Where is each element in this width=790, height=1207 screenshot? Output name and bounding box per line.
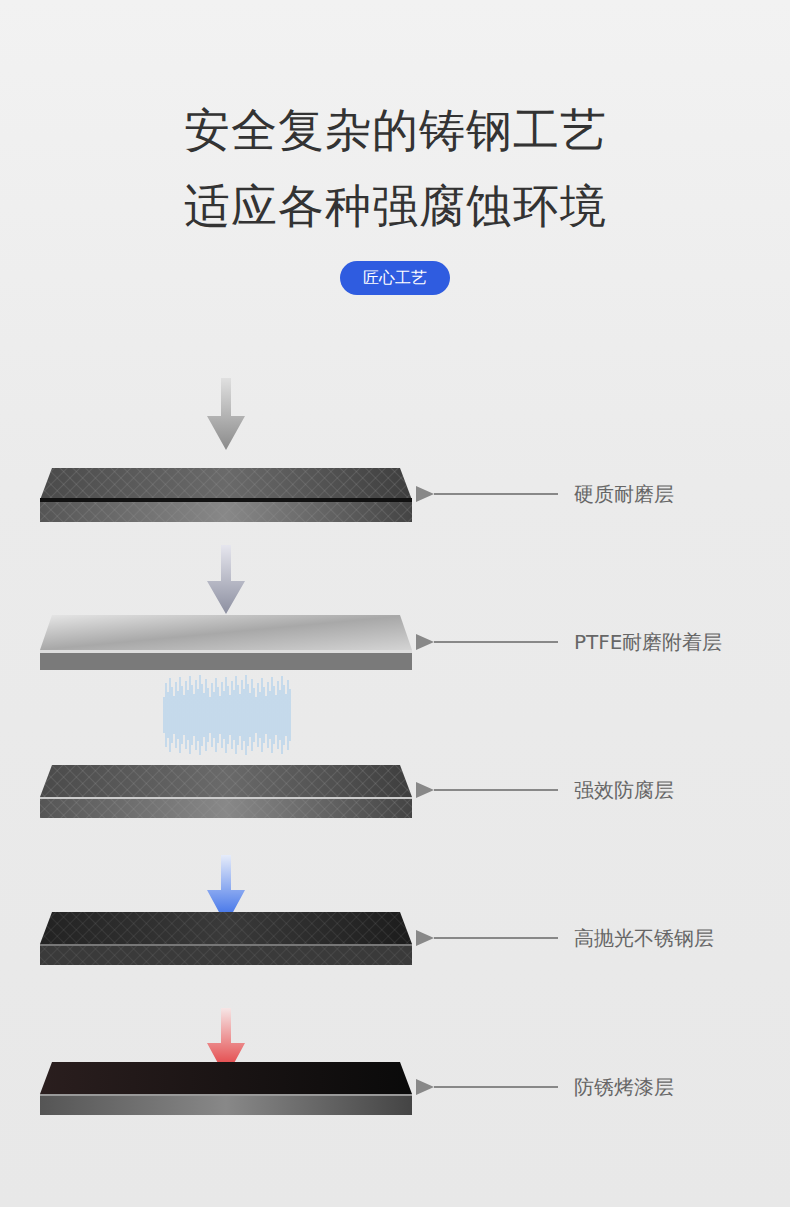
layer-label: 防锈烤漆层 [574,1074,674,1101]
layer-label: 硬质耐磨层 [574,481,674,508]
layer-label: 强效防腐层 [574,777,674,804]
layer-label: PTFE耐磨附着层 [574,629,722,656]
tag-pill: 匠心工艺 [340,261,450,295]
tag-text: 匠心工艺 [363,268,427,289]
layer-label: 高抛光不锈钢层 [574,925,714,952]
page-title: 安全复杂的铸钢工艺 适应各种强腐蚀环境 [135,92,655,244]
